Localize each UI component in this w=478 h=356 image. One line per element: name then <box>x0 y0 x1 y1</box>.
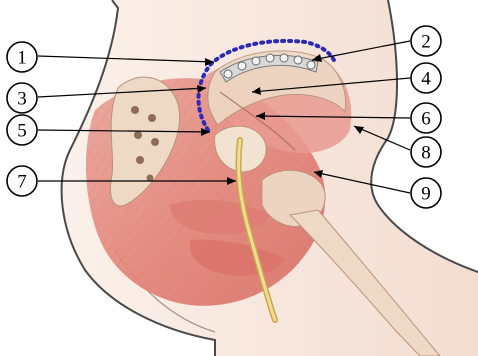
callout-number-9: 9 <box>421 184 431 205</box>
callout-number-4: 4 <box>421 69 431 90</box>
callout-number-2: 2 <box>421 32 431 53</box>
callout-number-7: 7 <box>17 172 27 193</box>
callout-number-6: 6 <box>421 109 431 130</box>
callout-number-5: 5 <box>17 121 27 142</box>
callout-number-1: 1 <box>17 48 27 69</box>
callout-number-3: 3 <box>17 89 27 110</box>
callout-number-8: 8 <box>421 143 431 164</box>
